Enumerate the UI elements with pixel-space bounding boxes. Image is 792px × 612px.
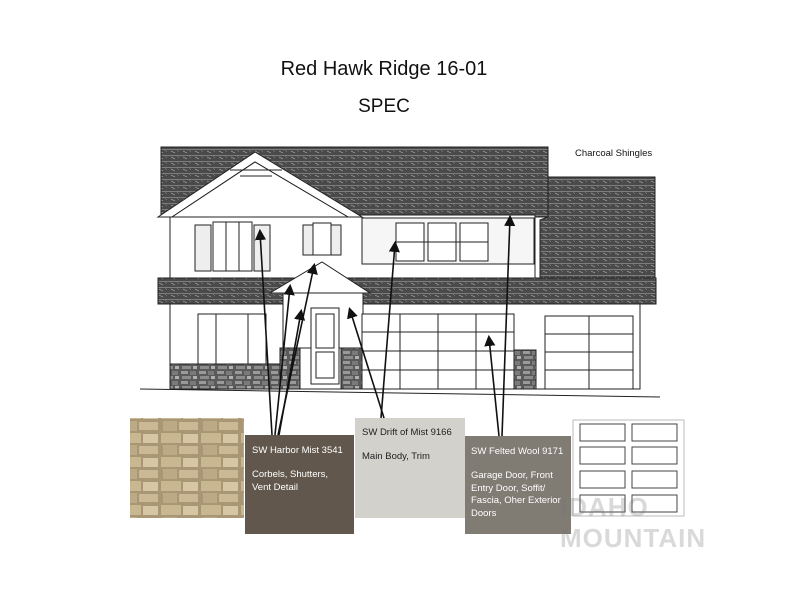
upper-small-window [302,222,342,256]
swatch-description: Main Body, Trim [362,450,430,462]
harbor-mist-swatch: SW Harbor Mist 3541 Corbels, Shutters, V… [245,435,354,534]
double-garage-door [361,313,515,390]
roof-label: Charcoal Shingles [575,148,653,159]
watermark: IDAHO MOUNTAIN [560,492,707,553]
page-subtitle: SPEC [358,96,410,117]
garage-door-swatch [572,419,685,517]
stone-swatch [130,418,244,518]
lower-roof [157,277,657,305]
upper-right-windows [395,222,489,262]
page-title: Red Hawk Ridge 16-01 [280,58,488,80]
swatch-name: SW Harbor Mist 3541 [252,445,343,456]
single-garage-door [544,315,634,390]
lower-left-window [197,313,267,365]
entry-door [310,307,340,385]
swatch-name: SW Felted Wool 9171 [471,446,564,457]
garage-roof [539,176,656,296]
drift-of-mist-swatch: SW Drift of Mist 9166 Main Body, Trim [355,418,465,518]
felted-wool-swatch: SW Felted Wool 9171 Garage Door, Front E… [465,436,571,534]
swatch-description: Corbels, Shutters, Vent Detail [252,468,329,493]
stone-base-left [169,363,281,390]
swatch-description: Garage Door, Front Entry Door, Soffit/ F… [471,469,561,520]
swatch-name: SW Drift of Mist 9166 [362,427,452,438]
upper-left-window [194,221,271,272]
